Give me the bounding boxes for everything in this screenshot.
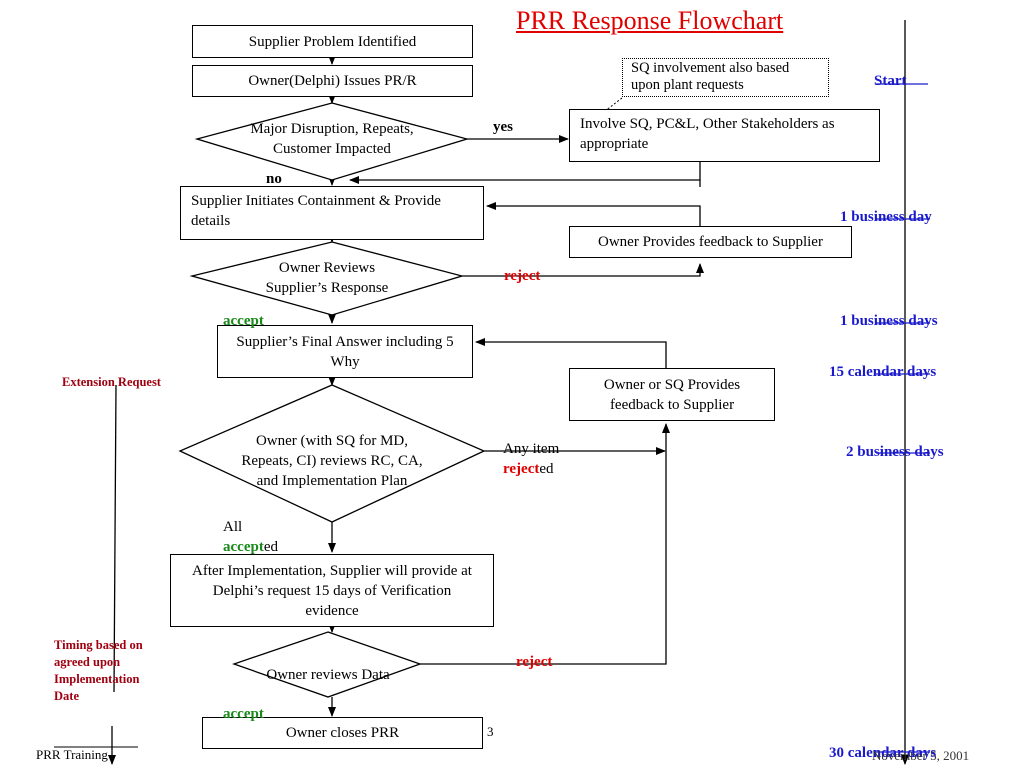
node-owner-sq-feedback: Owner or SQ Provides feedback to Supplie…: [569, 368, 775, 421]
decision-owner-reviews-response: [189, 241, 465, 316]
node-supplier-containment: Supplier Initiates Containment & Provide…: [180, 186, 484, 240]
footer-left: PRR Training: [36, 747, 108, 762]
edge-label-reject-1: reject: [504, 268, 541, 284]
rejected-word: reject: [503, 461, 540, 477]
edge-label-any-item: Any item: [503, 441, 560, 457]
decision-owner-reviews-rc-text: Owner (with SQ for MD, Repeats, CI) revi…: [241, 433, 423, 489]
edge-label-accept-3: accept: [223, 706, 264, 722]
decision-major-disruption-text: Major Disruption, Repeats, Customer Impa…: [250, 121, 414, 157]
page-title: PRR Response Flowchart: [516, 6, 784, 35]
edge-label-no: no: [266, 171, 282, 187]
page-number: 3: [487, 724, 494, 739]
node-owner-feedback: Owner Provides feedback to Supplier: [569, 226, 852, 258]
decision-owner-reviews-data: [232, 631, 422, 698]
node-involve-sq: Involve SQ, PC&L, Other Stakeholders as …: [569, 109, 880, 162]
timeline-15-calendar-days: 15 calendar days: [829, 364, 937, 380]
edge-label-accepted: accepted: [223, 537, 278, 557]
timeline-start: Start: [874, 73, 907, 89]
accepted-word: accept: [223, 539, 264, 555]
timeline-1-business-day: 1 business day: [840, 209, 932, 225]
edge-label-all: All: [223, 519, 243, 535]
node-supplier-problem: Supplier Problem Identified: [192, 25, 473, 58]
node-final-answer: Supplier’s Final Answer including 5 Why: [217, 325, 473, 378]
edge-label-accept-1: accept: [223, 313, 264, 329]
node-after-implementation: After Implementation, Supplier will prov…: [170, 554, 494, 627]
sq-involvement-note: SQ involvement also based upon plant req…: [622, 58, 829, 97]
node-owner-issues: Owner(Delphi) Issues PR/R: [192, 65, 473, 97]
node-owner-closes: Owner closes PRR: [202, 717, 483, 749]
edge-label-rejected: rejected: [503, 459, 554, 479]
decision-owner-reviews-response-text: Owner Reviews Supplier’s Response: [265, 260, 389, 296]
timeline-2-business-days: 2 business days: [846, 444, 944, 460]
timing-note: Timing based on agreed upon Implementati…: [54, 638, 143, 703]
extension-request-note: Extension Request: [62, 375, 161, 389]
decision-owner-reviews-data-text: Owner reviews Data: [266, 667, 390, 683]
edge-label-reject-3: reject: [516, 654, 553, 670]
footer-date: November 5, 2001: [872, 748, 970, 763]
decision-owner-reviews-rc: [178, 384, 486, 523]
decision-major-disruption: [194, 102, 470, 181]
rejected-suffix: ed: [539, 461, 554, 477]
timeline-1-business-days: 1 business days: [840, 313, 938, 329]
edge-label-yes: yes: [493, 119, 513, 135]
accepted-suffix: ed: [263, 539, 278, 555]
timeline-30-calendar-days: 30 calendar days: [829, 745, 937, 761]
